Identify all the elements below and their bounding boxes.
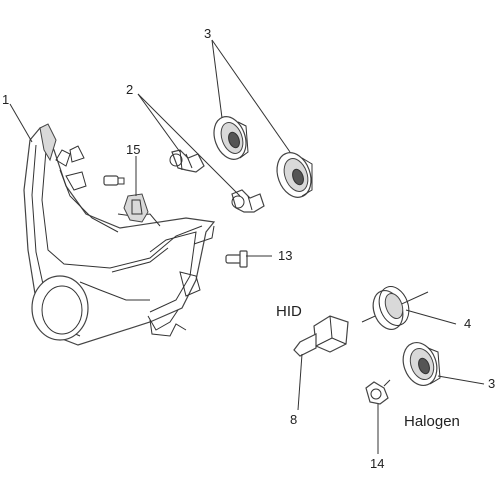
headlight-housing xyxy=(23,123,216,346)
callout-8: 8 xyxy=(290,412,297,427)
bulb-socket xyxy=(123,193,149,223)
dust-cap-upper-2 xyxy=(276,152,313,198)
adapter-ring xyxy=(361,286,429,330)
position-bulb xyxy=(103,175,125,186)
headlight-bulb-upper xyxy=(169,149,205,173)
hid-bulb xyxy=(293,315,349,357)
callout-13: 13 xyxy=(278,248,292,263)
callout-15: 15 xyxy=(126,142,140,157)
dust-cap-upper-1 xyxy=(213,116,249,160)
callout-2: 2 xyxy=(126,82,133,97)
screw xyxy=(225,250,248,268)
callout-1: 1 xyxy=(2,92,9,107)
leader-lines xyxy=(9,39,485,454)
halogen-label: Halogen xyxy=(404,413,460,430)
callout-4: 4 xyxy=(464,316,471,331)
callout-3-lower: 3 xyxy=(488,376,495,391)
hid-label: HID xyxy=(276,303,302,320)
halogen-bulb xyxy=(365,379,391,405)
projector-lens xyxy=(31,275,89,341)
dust-cap-lower xyxy=(402,342,441,386)
callout-3-upper: 3 xyxy=(204,26,211,41)
callout-14: 14 xyxy=(370,456,384,471)
